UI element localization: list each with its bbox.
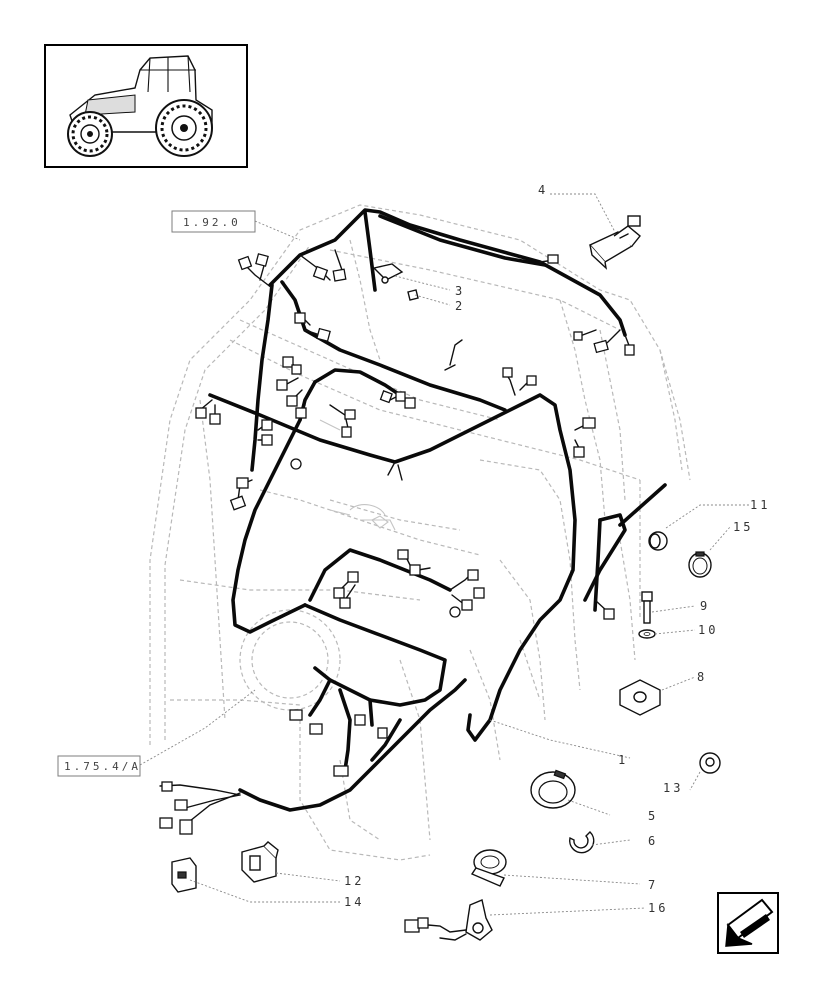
part-6-clip	[569, 831, 595, 854]
reference-label: 1.75.4/A	[64, 760, 141, 773]
tractor-thumbnail-icon	[44, 44, 248, 168]
callout-12: 12	[344, 874, 364, 888]
part-16-sensor-lead	[404, 899, 493, 941]
reference-box-1-75-4-a[interactable]: 1.75.4/A	[57, 755, 141, 777]
harness-branch-leads	[159, 249, 631, 826]
callout-2: 2	[455, 299, 465, 313]
part-11-grommet	[648, 531, 668, 551]
callout-3: 3	[455, 284, 465, 298]
part-7-p-clip	[470, 849, 507, 887]
callout-6: 6	[648, 834, 658, 848]
harness-connectors	[159, 253, 635, 835]
reference-label: 1.92.0	[183, 216, 241, 229]
part-3-sensor	[372, 263, 404, 284]
part-4-switch	[588, 215, 641, 270]
back-arrow-icon[interactable]	[717, 892, 779, 954]
callout-14: 14	[344, 895, 364, 909]
part-5-hose-clamp	[530, 769, 576, 809]
part-12-socket	[241, 841, 279, 883]
callout-9: 9	[700, 599, 710, 613]
part-13-cap	[699, 752, 721, 774]
part-2-screw	[407, 289, 419, 301]
callout-labels: 1 2 3 4 5 6 7 8 9 10 11 12 13 14 15 16	[344, 183, 770, 915]
cab-frame-outline	[149, 204, 691, 861]
callout-4: 4	[538, 183, 548, 197]
part-10-washer	[638, 629, 656, 639]
part-14-relay	[171, 857, 197, 893]
callout-5: 5	[648, 809, 658, 823]
callout-1: 1	[618, 753, 628, 767]
callout-13: 13	[663, 781, 683, 795]
part-15-clamp	[688, 551, 712, 578]
main-wiring-harness	[208, 208, 667, 812]
callout-8: 8	[697, 670, 707, 684]
callout-15: 15	[733, 520, 753, 534]
callout-11: 11	[750, 498, 770, 512]
reference-box-1-92-0[interactable]: 1.92.0	[171, 210, 256, 233]
callout-16: 16	[648, 901, 668, 915]
callout-10: 10	[698, 623, 718, 637]
part-8-rubber-mount	[619, 679, 661, 716]
part-9-bolt	[641, 591, 653, 624]
callout-7: 7	[648, 878, 658, 892]
leader-lines	[139, 193, 750, 916]
